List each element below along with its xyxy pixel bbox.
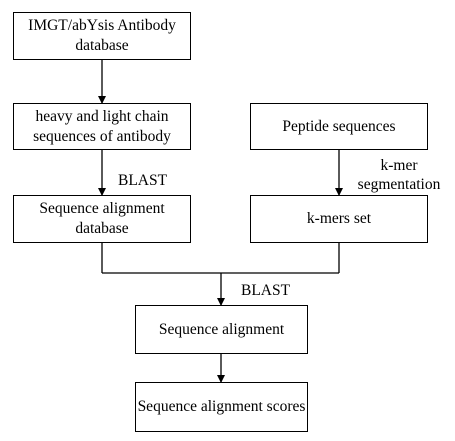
- node-peptide-sequences: Peptide sequences: [250, 103, 428, 150]
- node-heavy-light-chain: heavy and light chain sequences of antib…: [13, 103, 191, 150]
- node-sequence-alignment-scores: Sequence alignment scores: [135, 382, 308, 432]
- node-kmers-set-text: k-mers set: [306, 210, 372, 227]
- node-imgt-database: IMGT/abYsis Antibody database: [13, 12, 191, 60]
- node-heavy-light-chain-text: heavy and light chain sequences of antib…: [33, 107, 171, 145]
- node-imgt-database-text: IMGT/abYsis Antibody database: [28, 17, 176, 54]
- edge-label-segmentation-line: segmentation: [357, 176, 441, 193]
- node-kmers-set: k-mers set: [250, 195, 428, 243]
- edge-label-blast-left: BLAST: [118, 172, 168, 189]
- node-sequence-alignment-database-text: Sequence alignment database: [39, 200, 165, 237]
- node-sequence-alignment: Sequence alignment: [135, 305, 308, 354]
- edge-label-blast-merge: BLAST: [241, 282, 291, 299]
- edge-label-kmer-line: k-mer: [380, 157, 418, 174]
- node-sequence-alignment-text: Sequence alignment: [158, 320, 285, 338]
- node-sequence-alignment-scores-text: Sequence alignment scores: [137, 398, 306, 415]
- edge-label-kmer-segmentation: k-mer segmentation: [349, 156, 449, 194]
- node-sequence-alignment-database: Sequence alignment database: [13, 195, 191, 243]
- node-peptide-sequences-text: Peptide sequences: [282, 117, 396, 135]
